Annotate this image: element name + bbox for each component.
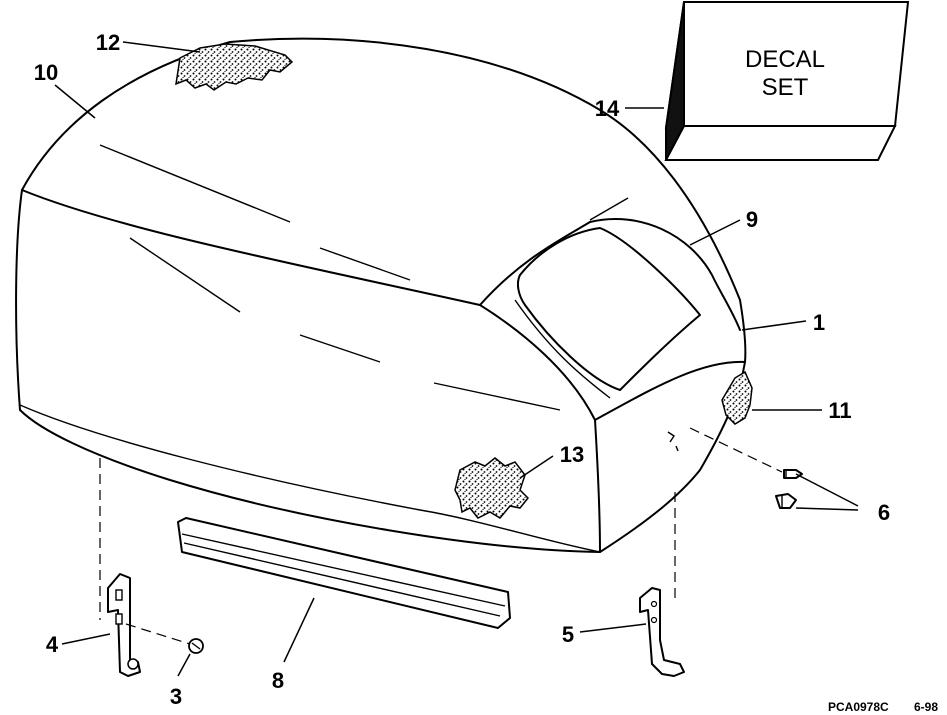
callout-3: 3 [170, 684, 182, 709]
callout-13: 13 [560, 442, 584, 467]
reference-code: PCA0978C [828, 700, 889, 714]
reference-date: 6-98 [914, 700, 938, 714]
decal-set-box: DECAL SET [664, 1, 910, 161]
callout-4: 4 [46, 632, 59, 657]
decal-13 [454, 457, 530, 519]
bracket-right [639, 587, 685, 677]
decal-11 [721, 370, 753, 425]
screw-upper [783, 469, 803, 479]
callout-12: 12 [96, 30, 120, 55]
motor-cover [15, 37, 747, 553]
callout-14: 14 [595, 96, 620, 121]
assembly-lines [99, 427, 783, 645]
bracket-left [107, 573, 141, 677]
screw-lower [775, 493, 797, 509]
seal-strip [177, 517, 511, 629]
fastener-3 [188, 638, 204, 654]
callout-10: 10 [34, 60, 58, 85]
callout-11: 11 [828, 398, 851, 423]
callout-1: 1 [813, 310, 825, 335]
decal-set-label-line1: DECAL [745, 46, 825, 73]
leader-lines [54, 41, 859, 677]
decal-set-label-line2: SET [762, 74, 809, 101]
decal-12 [175, 43, 294, 91]
callout-8: 8 [272, 668, 284, 693]
callout-6: 6 [878, 500, 890, 525]
callout-9: 9 [746, 207, 758, 232]
callout-5: 5 [562, 622, 574, 647]
